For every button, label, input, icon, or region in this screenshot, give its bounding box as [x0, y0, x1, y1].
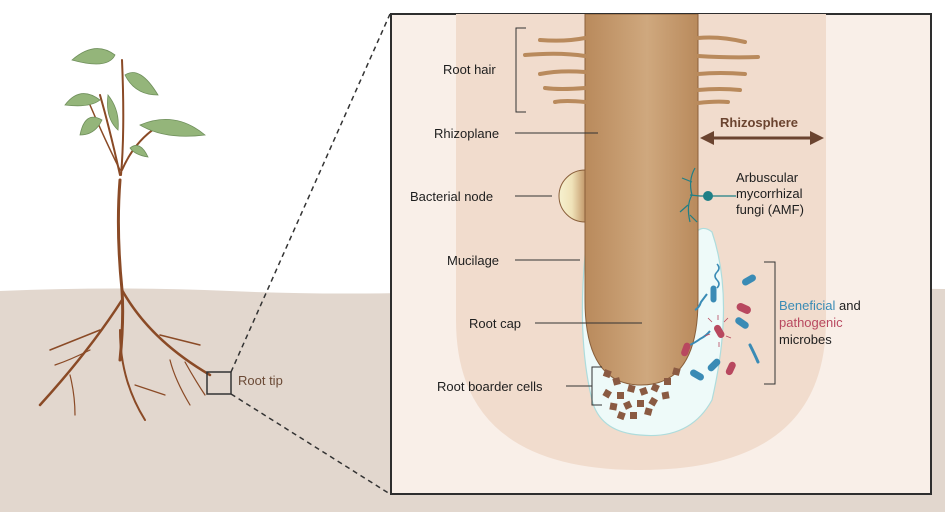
amf-label: Arbuscular mycorrhizal fungi (AMF)	[736, 170, 804, 218]
amf-label-line3: fungi (AMF)	[736, 202, 804, 217]
root-hair-bracket	[515, 27, 526, 113]
root-hair-label: Root hair	[443, 62, 496, 77]
plant-leaves	[64, 48, 206, 158]
root-hairs	[523, 35, 760, 105]
leader-lines	[515, 27, 776, 406]
rhizoplane-label: Rhizoplane	[434, 126, 500, 141]
amf-label-line1: Arbuscular	[736, 170, 799, 185]
rhizosphere-label: Rhizosphere	[720, 115, 799, 130]
pathogenic-microbes	[681, 302, 751, 376]
beneficial-microbes	[689, 263, 760, 381]
amf-label-line2: mycorrhizal	[736, 186, 803, 201]
root-cap-label: Root cap	[469, 316, 522, 331]
bacterial-node-label: Bacterial node	[410, 189, 494, 204]
root-border-cells	[602, 367, 681, 421]
and-label: and	[835, 298, 861, 313]
amf-marker	[703, 191, 713, 201]
zoom-line-top	[230, 13, 391, 373]
root-tip-inset-box	[206, 371, 232, 395]
pathogenic-label: pathogenic	[779, 315, 843, 330]
rhizosphere-arrow	[700, 131, 824, 145]
bacterial-node	[558, 169, 586, 223]
root-border-cells-label: Root boarder cells	[437, 379, 543, 394]
amf-hyphae	[679, 167, 736, 223]
mucilage-label: Mucilage	[447, 253, 500, 268]
microbes-bracket	[764, 261, 776, 385]
microbes-word-label: microbes	[779, 332, 832, 347]
beneficial-label: Beneficial	[779, 298, 836, 313]
zoom-line-bottom	[230, 393, 391, 495]
border-cells-bracket	[591, 366, 602, 406]
root-body	[584, 14, 699, 386]
microbes-label: Beneficial and pathogenic microbes	[779, 297, 861, 348]
root-tip-label: Root tip	[238, 373, 283, 388]
